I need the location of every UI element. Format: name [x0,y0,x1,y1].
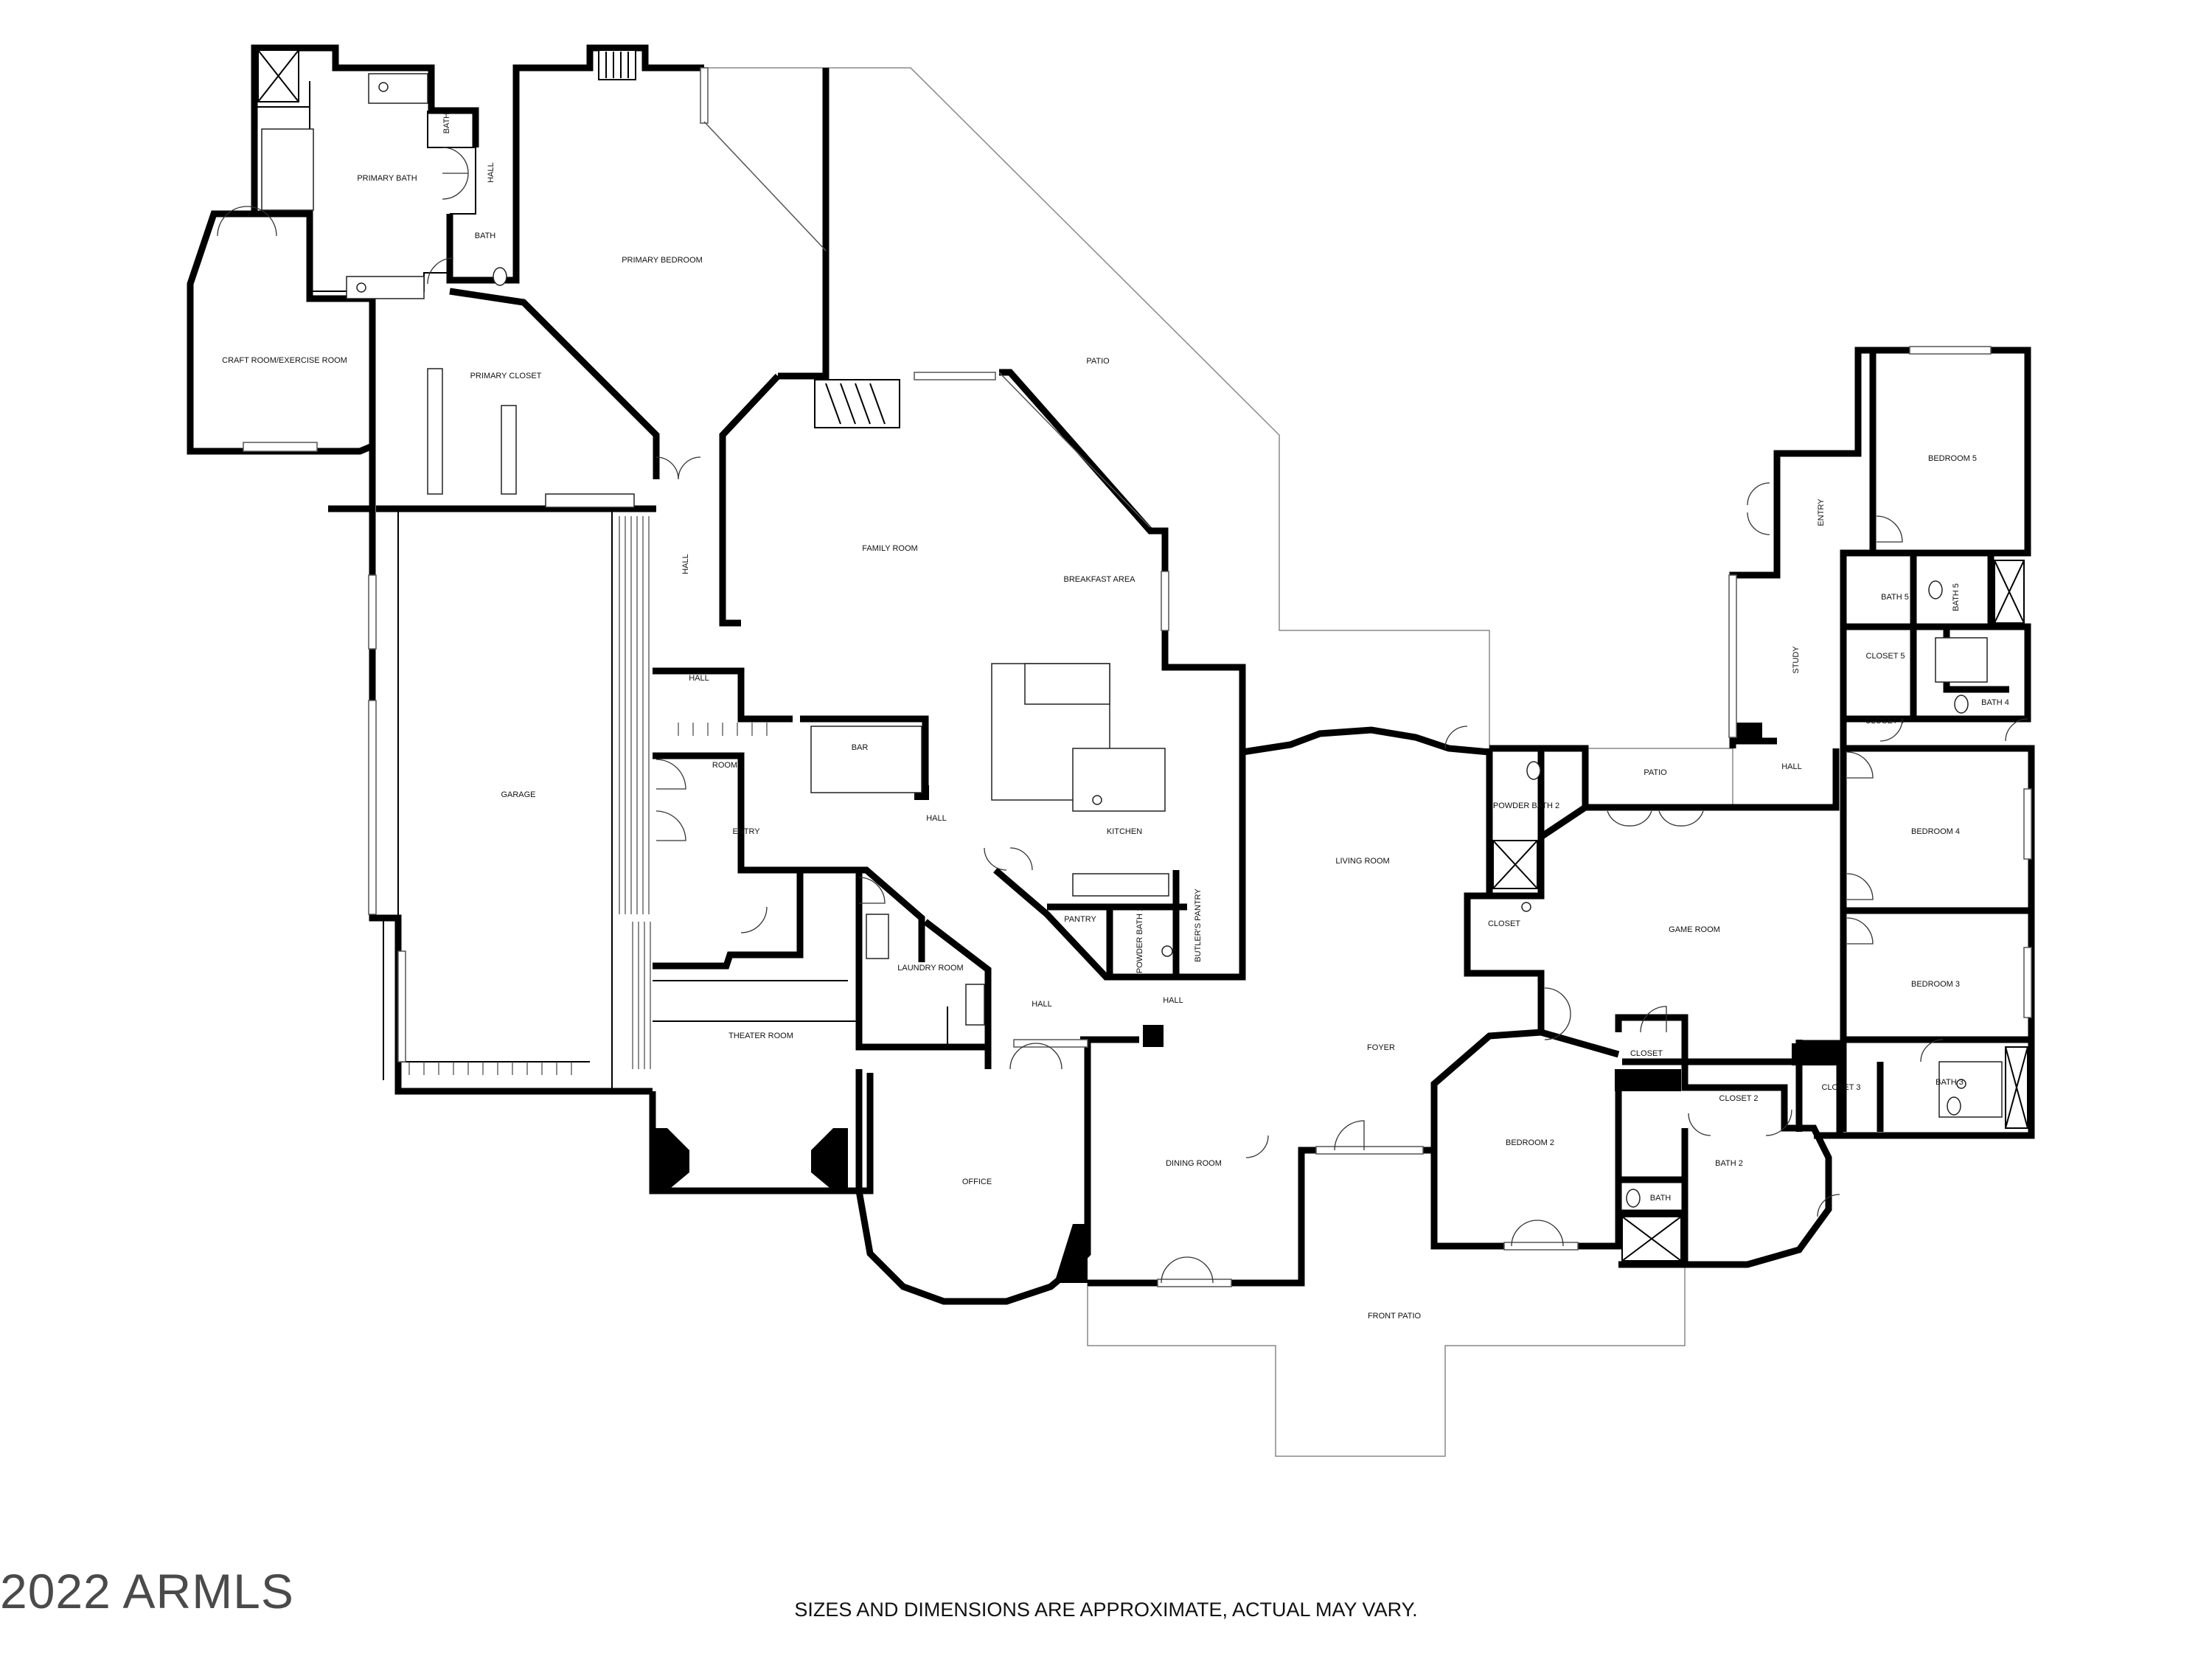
label-kitchen: KITCHEN [1107,827,1142,836]
label-bedroom-2: BEDROOM 2 [1506,1138,1554,1147]
interior-lines [383,509,989,1091]
label-dining-room: DINING ROOM [1166,1159,1222,1168]
room-labels: PRIMARY BATH BATH HALL BATH PRIMARY BEDR… [222,113,2009,1321]
label-hall-g: HALL [1781,762,1802,771]
label-bath-3: BATH 3 [1935,1078,1964,1087]
label-bath-b: BATH [475,232,496,240]
label-powder-bath-2: POWDER BATH 2 [1493,801,1559,810]
label-powder-bath-1: POWDER BATH 1 [1135,907,1144,973]
label-closet-4: CLOSET 4 [1865,717,1905,726]
label-office: OFFICE [962,1178,992,1186]
label-closet-b: CLOSET [1630,1049,1663,1058]
label-closet-2: CLOSET 2 [1719,1094,1759,1103]
label-bedroom-4: BEDROOM 4 [1911,827,1960,836]
label-front-patio: FRONT PATIO [1368,1312,1422,1321]
fireplaces [257,49,2028,1262]
label-garage: GARAGE [501,790,535,799]
doors [217,147,2028,1284]
label-bath-a: BATH [442,113,451,134]
label-laundry-room: LAUNDRY ROOM [897,964,963,973]
label-bedroom-5: BEDROOM 5 [1928,454,1977,463]
label-butlers-pantry: BUTLER'S PANTRY [1194,888,1203,962]
label-breakfast-area: BREAKFAST AREA [1063,575,1135,584]
label-bath-5a: BATH 5 [1881,593,1909,602]
label-bath-4: BATH 4 [1981,698,2009,707]
label-patio-back: PATIO [1086,357,1110,366]
label-closet-a: CLOSET [1488,919,1520,928]
label-primary-closet: PRIMARY CLOSET [470,372,542,380]
label-pantry: PANTRY [1064,915,1096,924]
label-primary-bedroom: PRIMARY BEDROOM [622,256,703,265]
windows [243,67,2032,1287]
walls [187,44,2035,1305]
label-primary-bath: PRIMARY BATH [357,174,417,183]
label-hall-a: HALL [487,162,495,183]
label-bath-5b: BATH 5 [1952,583,1961,611]
fixtures [261,73,2003,1208]
wall-blocks [653,723,1840,1283]
label-foyer: FOYER [1367,1043,1395,1052]
label-closet-5: CLOSET 5 [1866,652,1905,661]
label-bedroom-3: BEDROOM 3 [1911,980,1960,989]
label-bath-c: BATH [1650,1194,1672,1203]
label-bath-2: BATH 2 [1715,1159,1743,1168]
label-patio-side: PATIO [1644,768,1667,777]
label-closet-3: CLOSET 3 [1822,1083,1861,1092]
label-hall-e: HALL [1032,1000,1052,1009]
label-entry-b: ENTRY [1817,498,1826,526]
label-family-room: FAMILY ROOM [862,544,917,553]
label-study: STUDY [1792,646,1801,674]
label-game-room: GAME ROOM [1669,925,1720,934]
label-hall-d: HALL [926,814,947,823]
label-hall-c: HALL [689,674,709,683]
label-craft-room: CRAFT ROOM/EXERCISE ROOM [222,356,347,365]
copyright-watermark: 2022 ARMLS [0,1564,294,1618]
disclaimer-text: SIZES AND DIMENSIONS ARE APPROXIMATE, AC… [794,1599,1418,1621]
label-entry-a: ENTRY [732,827,760,836]
label-hall-f: HALL [1163,996,1183,1005]
label-bar: BAR [852,743,869,752]
label-living-room: LIVING ROOM [1335,857,1389,866]
label-theater-room: THEATER ROOM [728,1032,793,1040]
label-hall-b: HALL [681,554,690,574]
stairs [408,516,768,1075]
label-room: ROOM [712,761,737,770]
